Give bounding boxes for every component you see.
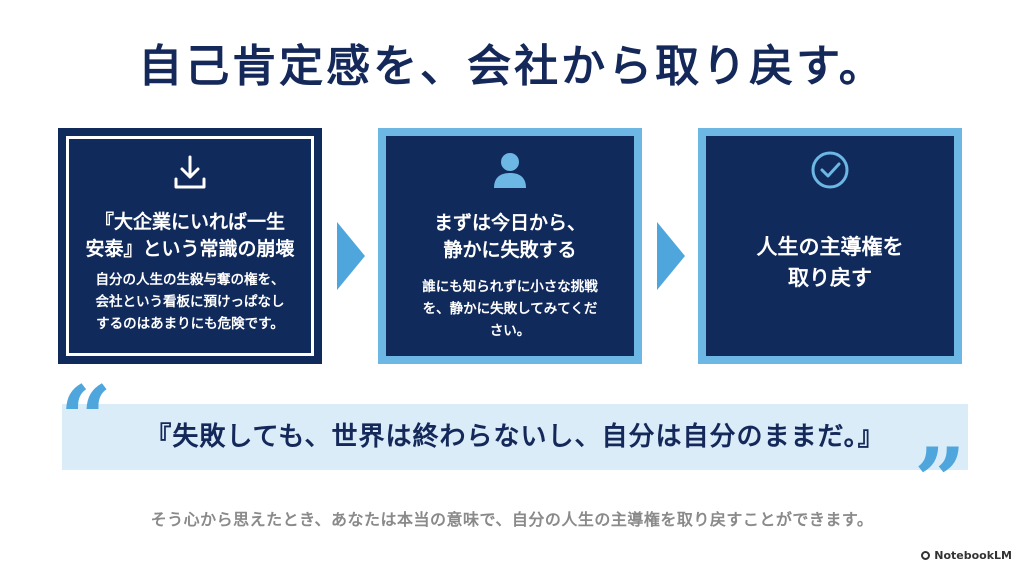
person-icon <box>494 153 526 188</box>
closing-message: そう心から思えたとき、あなたは本当の意味で、自分の人生の主導権を取り戻すことがで… <box>150 510 874 529</box>
chevron-right-icon <box>657 222 685 290</box>
card-inner: 人生の主導権を 取り戻す <box>706 136 954 356</box>
card-inner: 『大企業にいれば一生 安泰』という常識の崩壊 自分の人生の生殺与奪の権を、 会社… <box>66 136 314 356</box>
card-collapse-of-security: 『大企業にいれば一生 安泰』という常識の崩壊 自分の人生の生殺与奪の権を、 会社… <box>58 128 322 364</box>
card-heading: まずは今日から、 静かに失敗する <box>433 212 586 261</box>
notebooklm-logo-icon <box>921 551 931 560</box>
card-body: 自分の人生の生殺与奪の権を、 会社という看板に預けっぱなし するのはあまりにも危… <box>95 272 285 332</box>
page-title: 自己肯定感を、会社から取り戻す。 <box>138 41 886 92</box>
check-circle-icon <box>811 151 849 189</box>
card-heading: 人生の主導権を 取り戻す <box>756 235 904 290</box>
close-quote-icon: ” <box>914 428 966 534</box>
card-fail-quietly: まずは今日から、 静かに失敗する 誰にも知られずに小さな挑戦 を、静かに失敗して… <box>378 128 642 364</box>
chevron-right-icon <box>337 222 365 290</box>
quote-text: 『失敗しても、世界は終わらないし、自分は自分のままだ。』 <box>145 422 885 452</box>
download-icon <box>174 155 206 189</box>
quote-band: 『失敗しても、世界は終わらないし、自分は自分のままだ。』 <box>62 404 968 470</box>
brand-label: NotebookLM <box>934 549 1012 562</box>
card-body: 誰にも知られずに小さな挑戦 を、静かに失敗してみてくだ さい。 <box>422 279 598 339</box>
open-quote-icon: “ <box>60 366 112 472</box>
card-heading: 『大企業にいれば一生 安泰』という常識の崩壊 <box>85 211 295 260</box>
card-take-back-control: 人生の主導権を 取り戻す <box>698 128 962 364</box>
brand-watermark: NotebookLM <box>921 549 1012 562</box>
card-inner: まずは今日から、 静かに失敗する 誰にも知られずに小さな挑戦 を、静かに失敗して… <box>386 136 634 356</box>
